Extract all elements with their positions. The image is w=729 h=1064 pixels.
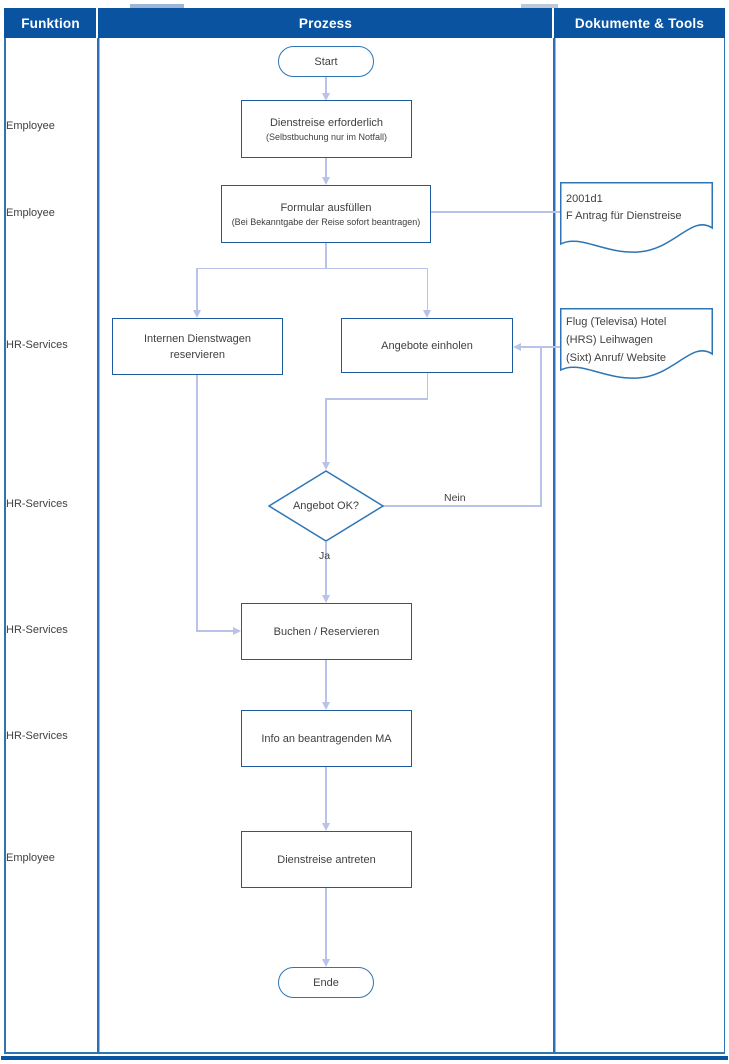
flow-connector-ja	[325, 542, 327, 595]
flow-connector-nein	[383, 505, 542, 507]
node-angebote-einholen: Angebote einholen	[341, 318, 513, 373]
header-separator	[96, 8, 98, 38]
node-buchen-reservieren: Buchen / Reservieren	[241, 603, 412, 660]
frame-left-border	[4, 38, 6, 1054]
node-title: Dienstreise antreten	[277, 853, 376, 866]
flow-connector	[325, 660, 327, 702]
node-title: Angebote einholen	[381, 339, 473, 352]
flow-connector	[196, 267, 428, 269]
flow-connector	[325, 398, 429, 400]
node-ende-label: Ende	[313, 976, 339, 989]
lane-label-hr-services: HR-Services	[6, 498, 68, 510]
flow-connector	[325, 767, 327, 823]
node-start-label: Start	[314, 55, 338, 68]
document-text-line: 2001d1	[566, 193, 603, 205]
flow-arrowhead	[321, 959, 330, 967]
node-internen-dienstwagen-reservieren: Internen Dienstwagen reservieren	[112, 318, 283, 375]
document-buchungstools: Flug (Televisa) Hotel (HRS) Leihwagen (S…	[560, 308, 713, 388]
flow-connector	[325, 158, 327, 177]
flow-connector	[325, 398, 327, 462]
frame-bottom-border	[4, 1052, 725, 1054]
flow-arrowhead	[321, 177, 330, 185]
header-dokumente-tools: Dokumente & Tools	[554, 8, 725, 38]
node-title: Formular ausfüllen	[280, 201, 372, 214]
flow-connector-nein	[521, 346, 567, 348]
lane-label-hr-services: HR-Services	[6, 730, 68, 742]
diagram-header-bar	[4, 8, 725, 38]
node-title: Buchen / Reservieren	[273, 625, 380, 638]
decision-label: Angebot OK?	[292, 500, 360, 512]
header-funktion-label: Funktion	[21, 15, 80, 31]
document-shape	[560, 308, 713, 379]
header-prozess-label: Prozess	[298, 15, 353, 31]
flow-arrowhead	[321, 702, 330, 710]
frame-bottom-border-thick	[1, 1056, 728, 1060]
lane-label-hr-services: HR-Services	[6, 624, 68, 636]
header-prozess: Prozess	[98, 8, 553, 38]
document-antrag-fuer-dienstreise: 2001d1 F Antrag für Dienstreise	[560, 182, 713, 262]
document-text-line: F Antrag für Dienstreise	[566, 210, 682, 222]
screen-artifact	[521, 4, 558, 9]
flow-arrowhead	[321, 462, 330, 470]
flow-connector-nein	[540, 346, 542, 507]
node-dienstreise-antreten: Dienstreise antreten	[241, 831, 412, 888]
node-title: Internen Dienstwagen	[143, 332, 251, 345]
document-text-line: (Sixt) Anruf/ Website	[566, 352, 667, 364]
lane-label-employee: Employee	[6, 852, 55, 864]
flow-connector	[325, 888, 327, 959]
node-title: Info an beantragenden MA	[261, 732, 392, 745]
lane-label-employee: Employee	[6, 120, 55, 132]
node-title: Dienstreise erforderlich	[269, 116, 384, 129]
flow-connector	[426, 267, 429, 310]
flow-arrowhead	[192, 310, 201, 318]
flow-arrowhead	[233, 626, 241, 635]
frame-right-border	[723, 38, 725, 1054]
document-shape	[560, 182, 713, 253]
flow-connector	[196, 375, 198, 632]
node-subtitle: (Bei Bekanntgabe der Reise sofort beantr…	[231, 216, 421, 227]
lane-label-employee: Employee	[6, 207, 55, 219]
node-start: Start	[278, 46, 374, 77]
flow-arrowhead	[321, 823, 330, 831]
flow-connector	[325, 77, 327, 93]
diamond-shape	[268, 470, 384, 542]
node-info-an-ma: Info an beantragenden MA	[241, 710, 412, 767]
flow-connector	[426, 373, 429, 400]
node-formular-ausfuellen: Formular ausfüllen (Bei Bekanntgabe der …	[221, 185, 431, 243]
edge-label-ja: Ja	[319, 550, 331, 562]
node-subtitle: (Selbstbuchung nur im Notfall)	[265, 131, 388, 142]
edge-label-nein: Nein	[444, 492, 466, 504]
flow-connector-to-document	[431, 211, 566, 213]
lane-separator-left	[97, 38, 100, 1054]
flow-arrowhead	[423, 310, 431, 318]
node-title: reservieren	[169, 348, 226, 361]
decision-angebot-ok: Angebot OK?	[268, 470, 384, 542]
header-separator	[552, 8, 554, 38]
flow-connector	[325, 243, 327, 269]
header-dokumente-tools-label: Dokumente & Tools	[574, 15, 705, 31]
node-ende: Ende	[278, 967, 374, 998]
flow-connector	[196, 267, 198, 310]
flow-arrowhead	[513, 342, 521, 351]
lane-label-hr-services: HR-Services	[6, 339, 68, 351]
screen-artifact	[130, 4, 184, 9]
document-text-line: Flug (Televisa) Hotel	[566, 316, 667, 328]
node-dienstreise-erforderlich: Dienstreise erforderlich (Selbstbuchung …	[241, 100, 412, 158]
flow-arrowhead	[321, 595, 330, 603]
flow-arrowhead	[321, 93, 330, 101]
document-text-line: (HRS) Leihwagen	[566, 334, 653, 346]
lane-separator-right	[553, 38, 556, 1054]
header-funktion: Funktion	[4, 8, 97, 38]
flow-connector	[196, 630, 234, 632]
